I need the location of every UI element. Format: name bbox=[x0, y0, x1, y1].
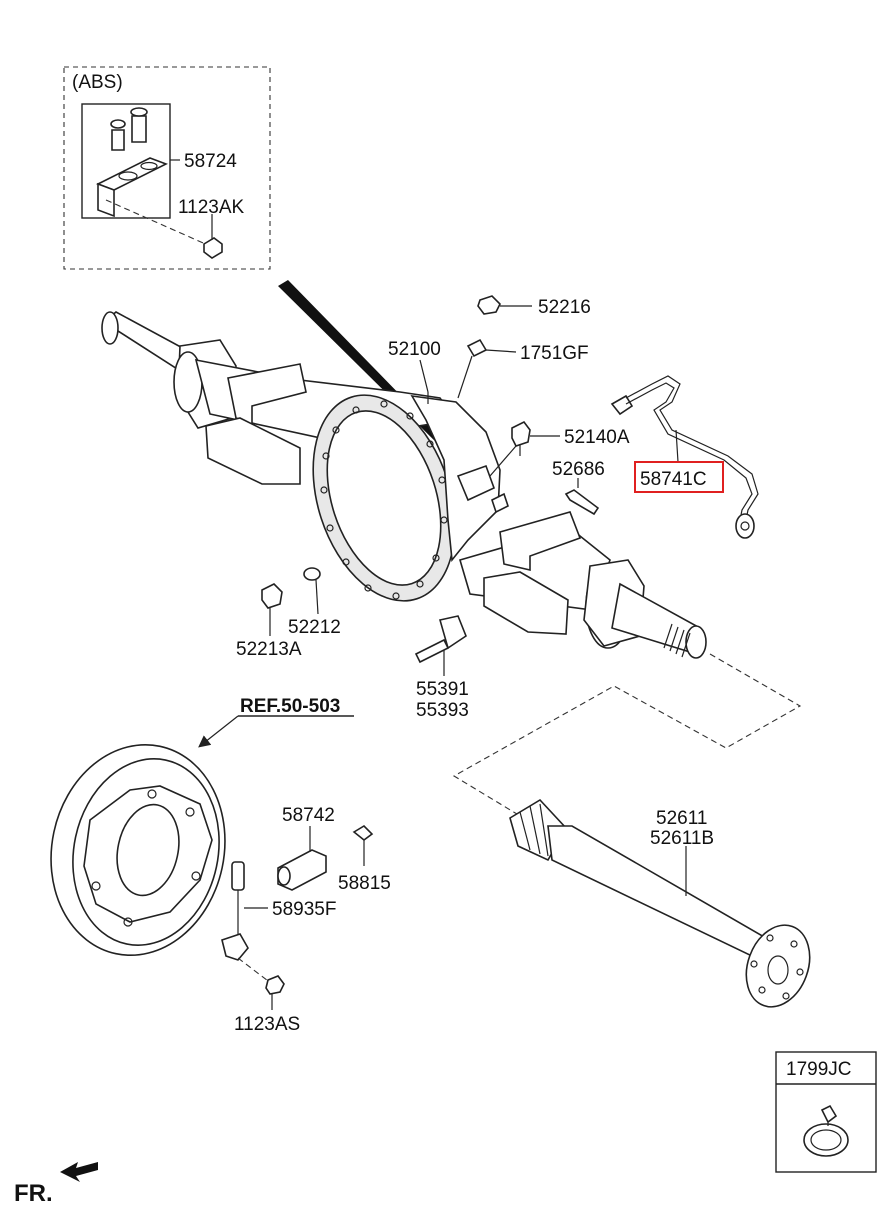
abs-dashed-frame bbox=[63, 66, 271, 270]
abs-inset: (ABS) 58724 1123AK bbox=[63, 66, 271, 270]
clamp-icon bbox=[803, 1104, 849, 1157]
callout-58741c-highlight bbox=[634, 461, 724, 493]
bracket-58935f: 58935F bbox=[221, 861, 336, 961]
callout-55391: 55391 bbox=[416, 679, 469, 700]
callout-55393: 55393 bbox=[416, 700, 469, 721]
callout-52212: 52212 bbox=[288, 617, 341, 638]
callout-52686: 52686 bbox=[552, 459, 605, 480]
callout-1799jc: 1799JC bbox=[786, 1059, 852, 1080]
sensor-55391: 55391 55393 bbox=[414, 615, 469, 721]
bolt-52140a: 52140A bbox=[489, 420, 630, 477]
callout-52100: 52100 bbox=[388, 339, 441, 360]
bleeder-58815: 58815 bbox=[338, 824, 391, 894]
brake-backing-plate: REF.50-503 bbox=[50, 696, 354, 957]
axle-housing-52100: 52100 bbox=[101, 311, 707, 659]
arrow-icon bbox=[60, 1162, 98, 1182]
front-direction-indicator: FR. bbox=[14, 1162, 98, 1207]
callout-1751gf: 1751GF bbox=[520, 343, 589, 364]
callout-52611: 52611 bbox=[656, 808, 707, 829]
reference-label: REF.50-503 bbox=[240, 696, 340, 717]
plug-1751gf: 1751GF bbox=[457, 338, 589, 399]
nut-52216: 52216 bbox=[477, 295, 591, 318]
bolt-1123as: 1123AS bbox=[234, 957, 300, 1035]
direction-label: FR. bbox=[14, 1180, 53, 1207]
callout-1123ak: 1123AK bbox=[178, 197, 245, 218]
plug-52213a: 52213A bbox=[236, 583, 302, 660]
callout-58742: 58742 bbox=[282, 805, 335, 826]
callout-52140a: 52140A bbox=[564, 427, 630, 448]
callout-58741c: 58741C bbox=[640, 469, 707, 490]
brake-tube-58741c: 58741C bbox=[610, 375, 759, 539]
callout-58724: 58724 bbox=[184, 151, 237, 172]
bolt-52686: 52686 bbox=[552, 459, 605, 516]
callout-58935f: 58935F bbox=[272, 899, 336, 920]
abs-bracket-58724 bbox=[96, 107, 168, 218]
axle-shaft-52611: 52611 52611B bbox=[509, 798, 811, 1008]
callout-58815: 58815 bbox=[338, 873, 391, 894]
gasket-52212: 52212 bbox=[288, 567, 341, 638]
wheel-cylinder-58742: 58742 bbox=[277, 805, 335, 891]
clamp-1799jc-box: 1799JC bbox=[775, 1051, 877, 1173]
abs-group-label: (ABS) bbox=[72, 72, 123, 93]
callout-52611b: 52611B bbox=[650, 828, 714, 849]
callout-52213a: 52213A bbox=[236, 639, 302, 660]
callout-1123as: 1123AS bbox=[234, 1014, 300, 1035]
callout-52216: 52216 bbox=[538, 297, 591, 318]
abs-bolt-1123ak bbox=[203, 226, 223, 259]
